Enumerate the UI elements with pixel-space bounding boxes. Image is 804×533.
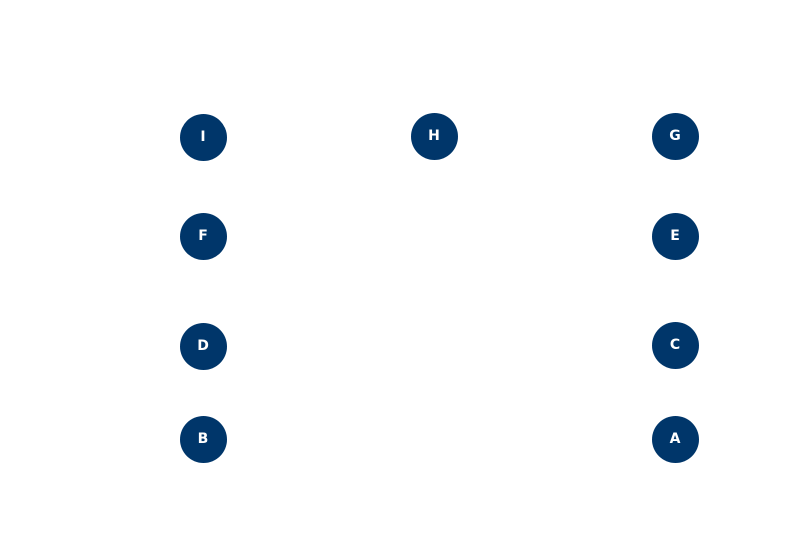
node-f-label: F <box>198 228 208 244</box>
node-d[interactable]: D <box>179 322 227 370</box>
node-a[interactable]: A <box>651 415 699 463</box>
node-a-label: A <box>669 431 681 447</box>
node-i[interactable]: I <box>179 113 227 161</box>
node-b-label: B <box>197 431 209 447</box>
node-g[interactable]: G <box>651 112 699 160</box>
node-b[interactable]: B <box>179 415 227 463</box>
node-d-label: D <box>197 338 209 354</box>
node-i-label: I <box>200 129 206 145</box>
node-g-label: G <box>669 128 681 144</box>
node-c-label: C <box>669 337 681 353</box>
node-e-label: E <box>670 228 680 244</box>
node-c[interactable]: C <box>651 321 699 369</box>
node-h-label: H <box>428 128 440 144</box>
node-e[interactable]: E <box>651 212 699 260</box>
node-h[interactable]: H <box>410 112 458 160</box>
node-f[interactable]: F <box>179 212 227 260</box>
